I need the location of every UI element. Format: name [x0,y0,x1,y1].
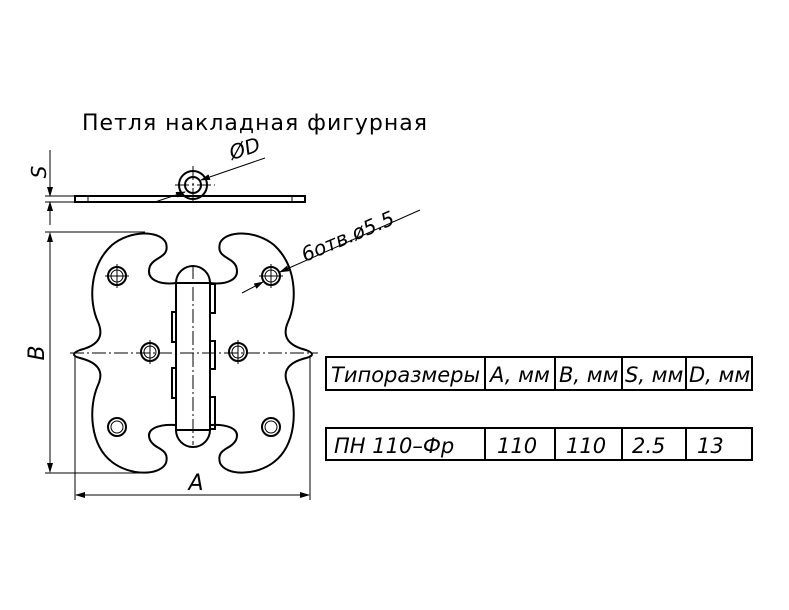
s-dimension-label: S [27,165,51,178]
plate-outline-left [73,232,177,474]
row-b: 110 [566,434,606,458]
a-dimension-label: A [186,471,203,496]
header-d: D, мм [689,363,750,387]
size-table: Типоразмеры A, мм B, мм S, мм D, мм ПН 1… [325,356,753,461]
row-s: 2.5 [632,434,665,458]
row-a: 110 [497,434,537,458]
row-type: ПН 110–Фр [334,434,454,458]
drawing-title: Петля накладная фигурная [82,111,428,136]
header-a: A, мм [488,363,550,387]
mounting-holes [105,264,283,437]
row-d: 13 [697,434,724,458]
side-view: ØD S [27,132,306,225]
header-b: B, мм [559,363,619,387]
plate-outline-right [209,232,313,474]
b-dimension-label: B [25,345,50,360]
header-s: S, мм [625,363,684,387]
holes-callout: 6отв.ø5.5 [298,206,398,267]
header-type: Типоразмеры [331,363,480,387]
